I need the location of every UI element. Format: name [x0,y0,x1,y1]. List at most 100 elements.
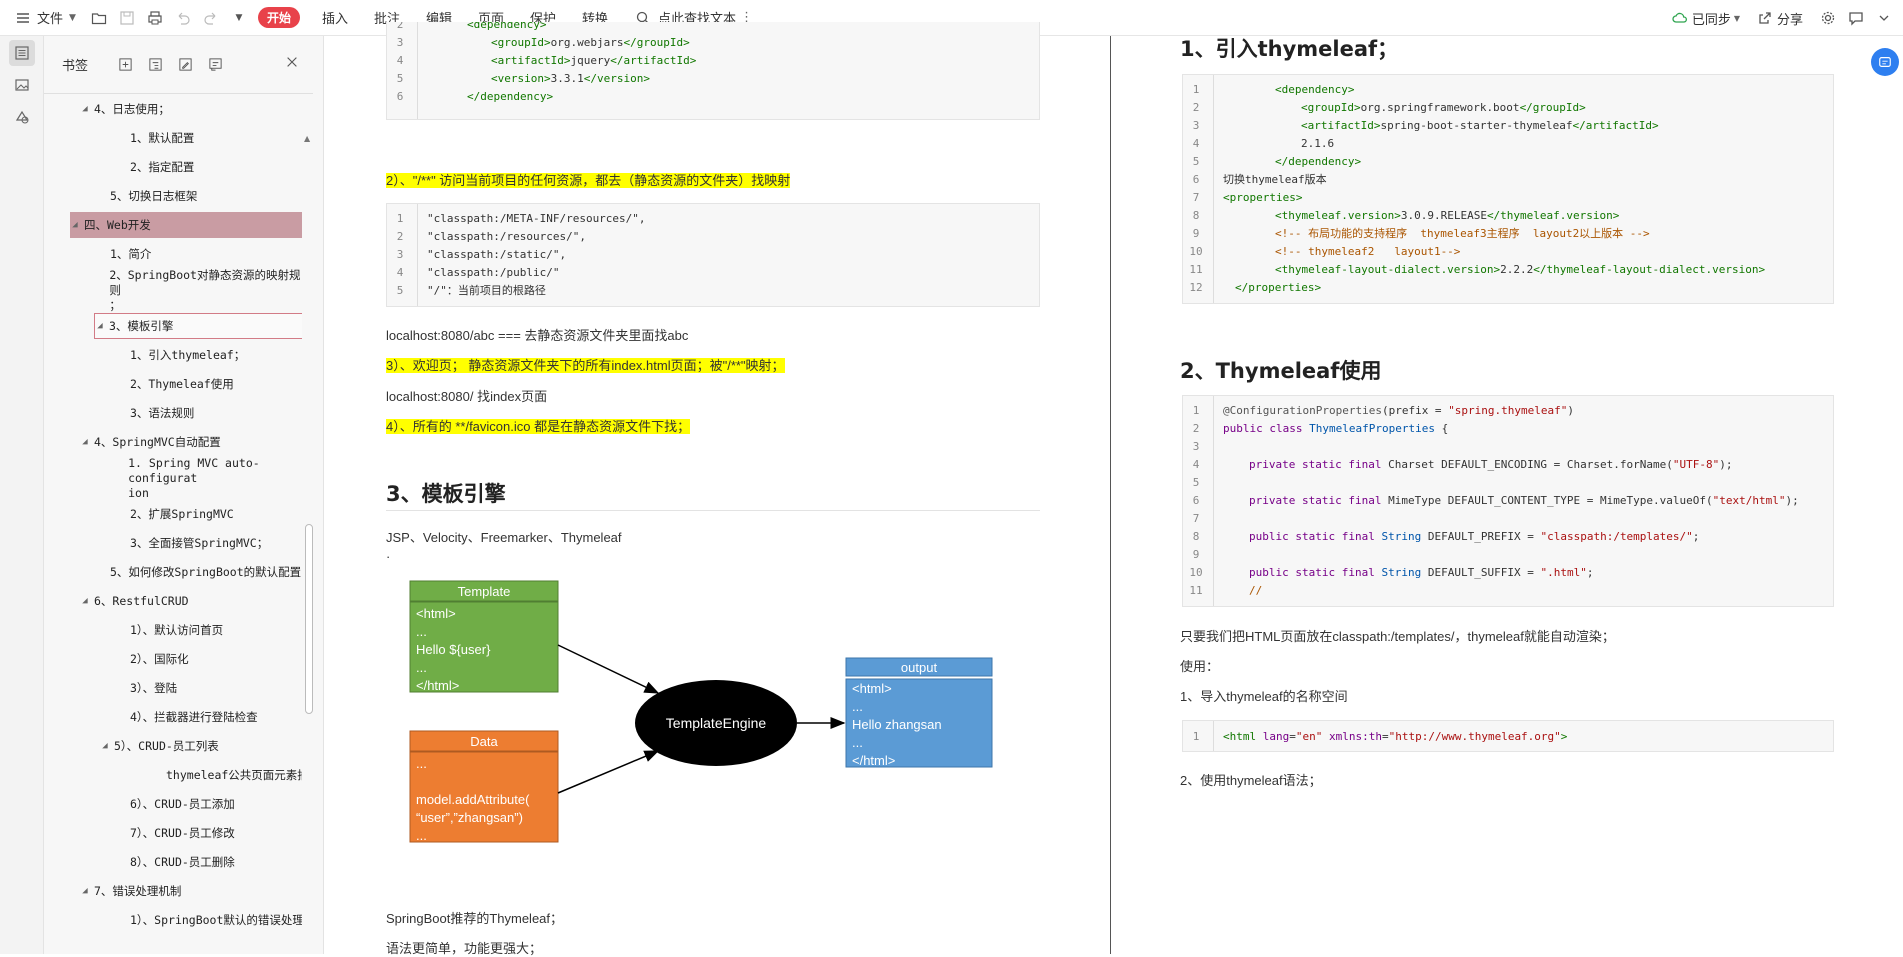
bookmark-item[interactable]: 5、切换日志框架 [96,183,197,209]
bookmark-item[interactable]: 1）、SpringBoot默认的错误处理 [116,907,302,933]
code-line: 11// [1183,582,1833,600]
para-put-html: 只要我们把HTML页面放在classpath:/templates/，thyme… [1180,629,1615,644]
code-line: 6</dependency> [387,88,1039,106]
bookmark-item[interactable]: 3、语法规则 [116,400,194,426]
undo-icon[interactable] [174,9,192,27]
para-recommend: SpringBoot推荐的Thymeleaf； [386,911,564,926]
para-dot: · [386,549,391,564]
bookmark-item[interactable]: 2、指定配置 [116,154,194,180]
add-bookmark-icon[interactable] [118,57,134,73]
bookmark-item[interactable]: 1、引入thymeleaf； [116,342,245,368]
collapse-ribbon-icon[interactable] [1875,9,1893,27]
more-vertical-icon[interactable]: ⋮ [740,10,754,25]
expand-arrow-icon[interactable]: ◢ [102,741,108,751]
code-line: 3<artifactId>spring-boot-starter-thymele… [1183,117,1833,135]
print-icon[interactable] [146,9,164,27]
bookmark-item[interactable]: thymeleaf公共页面元素抽取 [152,762,302,788]
line-number: 2 [1192,422,1200,435]
bookmark-item[interactable]: 8）、CRUD-员工删除 [116,849,235,875]
share-button[interactable]: 分享 [1756,9,1803,28]
line-number: 5 [1192,476,1200,489]
shapes-panel-icon[interactable] [9,104,35,130]
bookmark-item[interactable]: 4）、拦截器进行登陆检查 [116,704,258,730]
bookmark-item[interactable]: 2、Thymeleaf使用 [116,371,234,397]
code-line: 5 [1183,474,1833,492]
expand-arrow-icon[interactable]: ◢ [82,886,88,896]
bookmark-options-icon[interactable] [208,57,224,73]
template-title-box [409,580,559,602]
sync-status[interactable]: 已同步 ▼ [1671,9,1740,28]
code-block-thymeleaf-dependency: 1<dependency>2<groupId>org.springframewo… [1182,74,1834,304]
open-folder-icon[interactable] [90,9,108,27]
code-text: <version>3.3.1</version> [491,72,650,85]
share-icon [1756,9,1774,27]
tab-start[interactable]: 开始 [257,7,300,28]
settings-icon[interactable] [1819,9,1837,27]
bookmark-item[interactable]: ◢四、Web开发 [70,212,302,238]
bookmark-item-label: 1、简介 [110,247,152,261]
bookmark-item[interactable]: ◢4、日志使用； [80,96,170,122]
bookmark-item[interactable]: ◢4、SpringMVC自动配置 [80,429,220,455]
line-number: 8 [1192,209,1200,222]
comment-bubble-icon[interactable] [1847,9,1865,27]
bookmark-item[interactable]: ◢6、RestfulCRUD [80,588,188,614]
bookmark-item[interactable]: 3、全面接管SpringMVC； [116,530,268,556]
cloud-sync-icon [1671,9,1689,27]
bookmark-item[interactable]: 5、如何修改SpringBoot的默认配置 [96,559,301,585]
bookmark-item-label: 4）、拦截器进行登陆检查 [130,710,258,724]
bookmark-item[interactable]: 7）、CRUD-员工修改 [116,820,235,846]
code-block-classpath: 1"classpath:/META-INF/resources/",2"clas… [386,203,1040,307]
code-line: 11<thymeleaf-layout-dialect.version>2.2.… [1183,261,1833,279]
add-sub-bookmark-icon[interactable] [148,57,164,73]
quick-access-chevron-icon[interactable]: ▼ [235,12,243,23]
bookmark-scrollbar[interactable]: ▲ [302,132,314,954]
bookmark-panel-icon[interactable] [9,40,35,66]
save-icon[interactable] [118,9,136,27]
para-abc: localhost:8080/abc === 去静态资源文件夹里面找abc [386,328,689,343]
bookmark-item[interactable]: 1、简介 [96,241,151,267]
edit-bookmark-icon[interactable] [178,57,194,73]
redo-icon[interactable] [202,9,220,27]
expand-arrow-icon[interactable]: ◢ [97,321,103,331]
bookmark-item[interactable]: 1）、默认访问首页 [116,617,223,643]
output-line: <html> [852,681,892,696]
para-engines: JSP、Velocity、Freemarker、Thymeleaf [386,530,622,545]
template-engine-ellipse [635,680,797,766]
code-text: private static final Charset DEFAULT_ENC… [1249,458,1733,471]
scroll-up-icon[interactable]: ▲ [304,134,311,143]
bookmark-item[interactable]: 2、SpringBoot对静态资源的映射规则； [96,268,302,312]
expand-arrow-icon[interactable]: ◢ [82,596,88,606]
bookmark-item[interactable]: 6）、CRUD-员工添加 [116,791,235,817]
expand-arrow-icon[interactable]: ◢ [82,104,88,114]
bookmark-item[interactable]: ◢5）、CRUD-员工列表 [100,733,219,759]
line-number: 10 [1189,566,1203,579]
bookmark-item[interactable]: ◢3、模板引擎 [94,313,302,339]
float-action-button[interactable] [1871,48,1899,76]
expand-arrow-icon[interactable]: ◢ [72,220,78,230]
bookmark-panel-title: 书签 [62,59,89,74]
bookmark-item[interactable]: ◢7、错误处理机制 [80,878,181,904]
line-number: 6 [1192,494,1200,507]
para-use-syntax: 2、使用thymeleaf语法； [1180,773,1322,788]
heading-template-engine: 3、模板引擎 [386,482,506,506]
heading-underline [386,510,1040,511]
code-line: 9 [1183,546,1833,564]
bookmark-item-label: 3、语法规则 [130,406,195,420]
line-number: 4 [396,266,404,279]
code-line: 4"classpath:/public/" [387,264,1039,282]
scrollbar-thumb[interactable] [305,524,313,714]
expand-arrow-icon[interactable]: ◢ [82,437,88,447]
bookmark-item[interactable]: 1、默认配置 [116,125,194,151]
bookmark-item[interactable]: 2、扩展SpringMVC [116,501,234,527]
bookmark-item[interactable]: 2）、国际化 [116,646,189,672]
file-menu-label: 文件 [37,12,64,27]
image-panel-icon[interactable] [9,72,35,98]
bookmark-item[interactable]: 3）、登陆 [116,675,177,701]
file-menu[interactable]: 文件 ▼ [14,8,76,27]
bookmark-item-label-line: 1. Spring MVC auto-configurat [128,455,260,485]
close-icon[interactable] [285,55,301,71]
code-text: 切换thymeleaf版本 [1223,173,1327,186]
tab-insert[interactable]: 插入 [321,12,348,27]
